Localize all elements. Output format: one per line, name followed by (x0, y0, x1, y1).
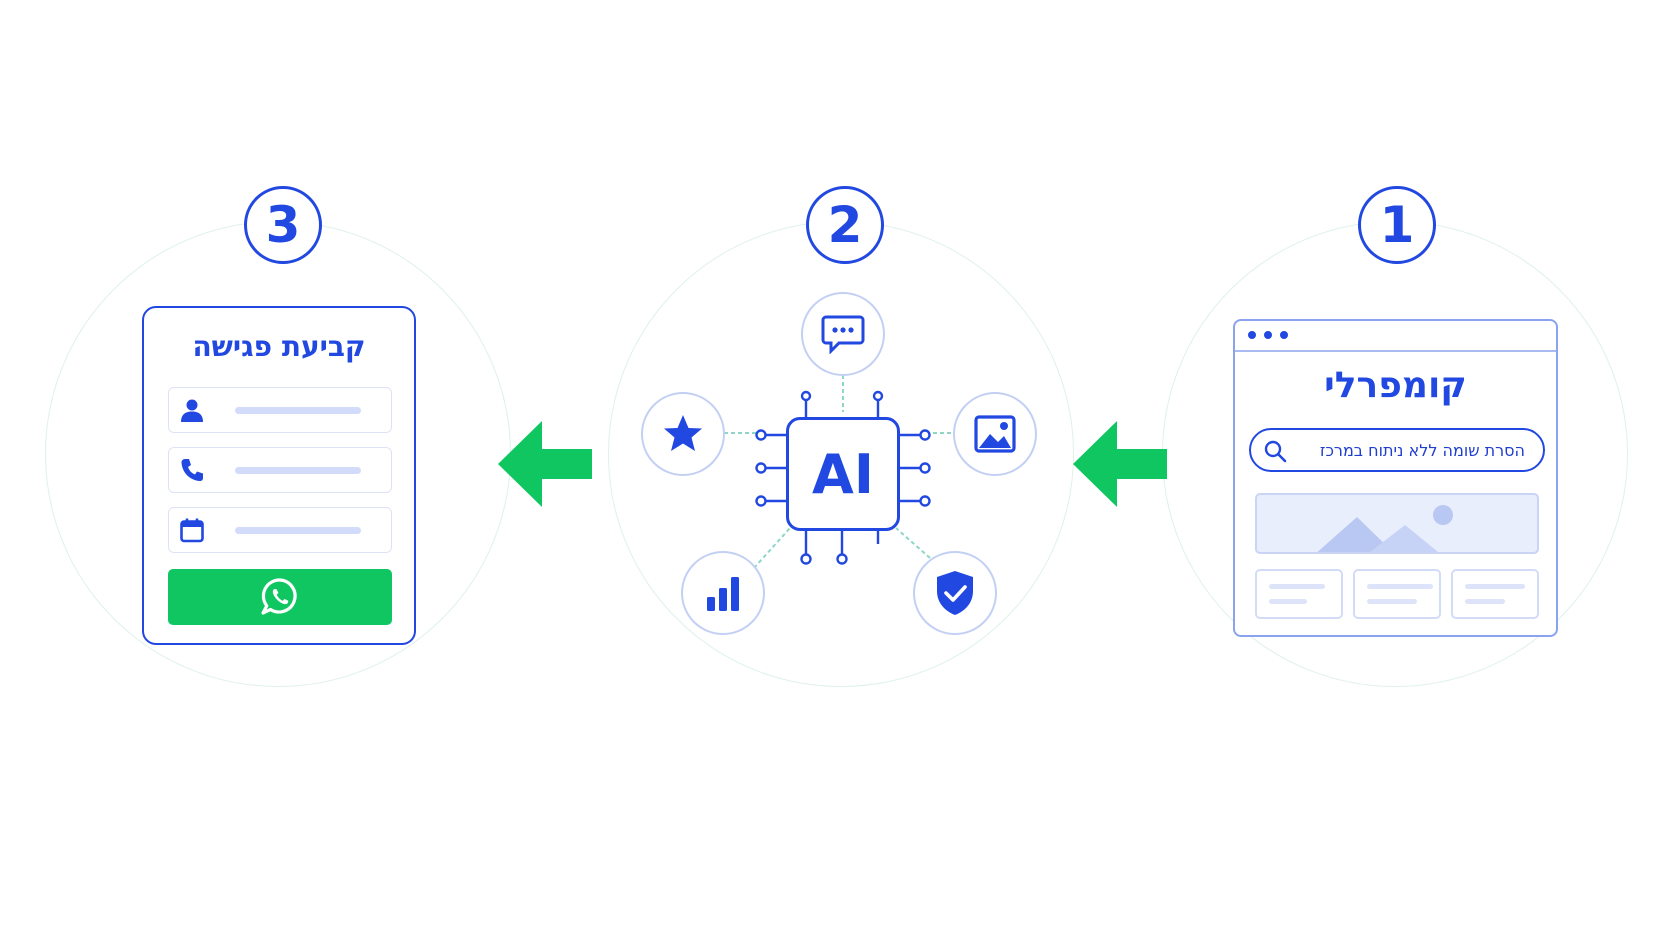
window-dot (1248, 331, 1256, 339)
name-field[interactable] (168, 387, 392, 433)
brand-name: קומפרלי (1324, 365, 1467, 406)
field-placeholder-line (235, 467, 361, 474)
appointment-form: קביעת פגישה (142, 306, 416, 645)
image-placeholder (1255, 493, 1539, 554)
phone-icon (181, 459, 203, 481)
arrow-left-icon (1073, 421, 1167, 507)
browser-window: קומפרלי הסרת שומה ללא ניתוח במרכז (1233, 319, 1558, 637)
phone-field[interactable] (168, 447, 392, 493)
chart-icon (707, 577, 739, 611)
chart-node (681, 551, 765, 635)
field-placeholder-line (235, 407, 361, 414)
image-node (953, 392, 1037, 476)
whatsapp-icon (261, 578, 297, 615)
whatsapp-button[interactable] (168, 569, 392, 625)
ai-chip: AI (786, 417, 900, 531)
shield-check-icon (937, 571, 973, 615)
content-card (1255, 569, 1343, 619)
search-query: הסרת שומה ללא ניתוח במרכז (1319, 441, 1525, 460)
form-title: קביעת פגישה (192, 330, 366, 363)
content-card (1451, 569, 1539, 619)
window-dot (1264, 331, 1272, 339)
step-2-number: 2 (806, 186, 884, 264)
date-field[interactable] (168, 507, 392, 553)
search-bar[interactable]: הסרת שומה ללא ניתוח במרכז (1249, 428, 1545, 472)
window-dot (1280, 331, 1288, 339)
calendar-icon (180, 518, 204, 543)
browser-title-bar (1235, 321, 1556, 352)
image-icon (974, 415, 1016, 453)
arrow-left-icon (498, 421, 592, 507)
chat-icon (821, 315, 865, 354)
search-icon (1264, 440, 1287, 463)
star-node (641, 392, 725, 476)
content-card (1353, 569, 1441, 619)
step-3-number: 3 (244, 186, 322, 264)
shield-node (913, 551, 997, 635)
landscape-icon (1317, 505, 1453, 552)
field-placeholder-line (235, 527, 361, 534)
chat-node (801, 292, 885, 376)
person-icon (181, 399, 203, 422)
step-1-number: 1 (1358, 186, 1436, 264)
star-icon (664, 415, 702, 451)
